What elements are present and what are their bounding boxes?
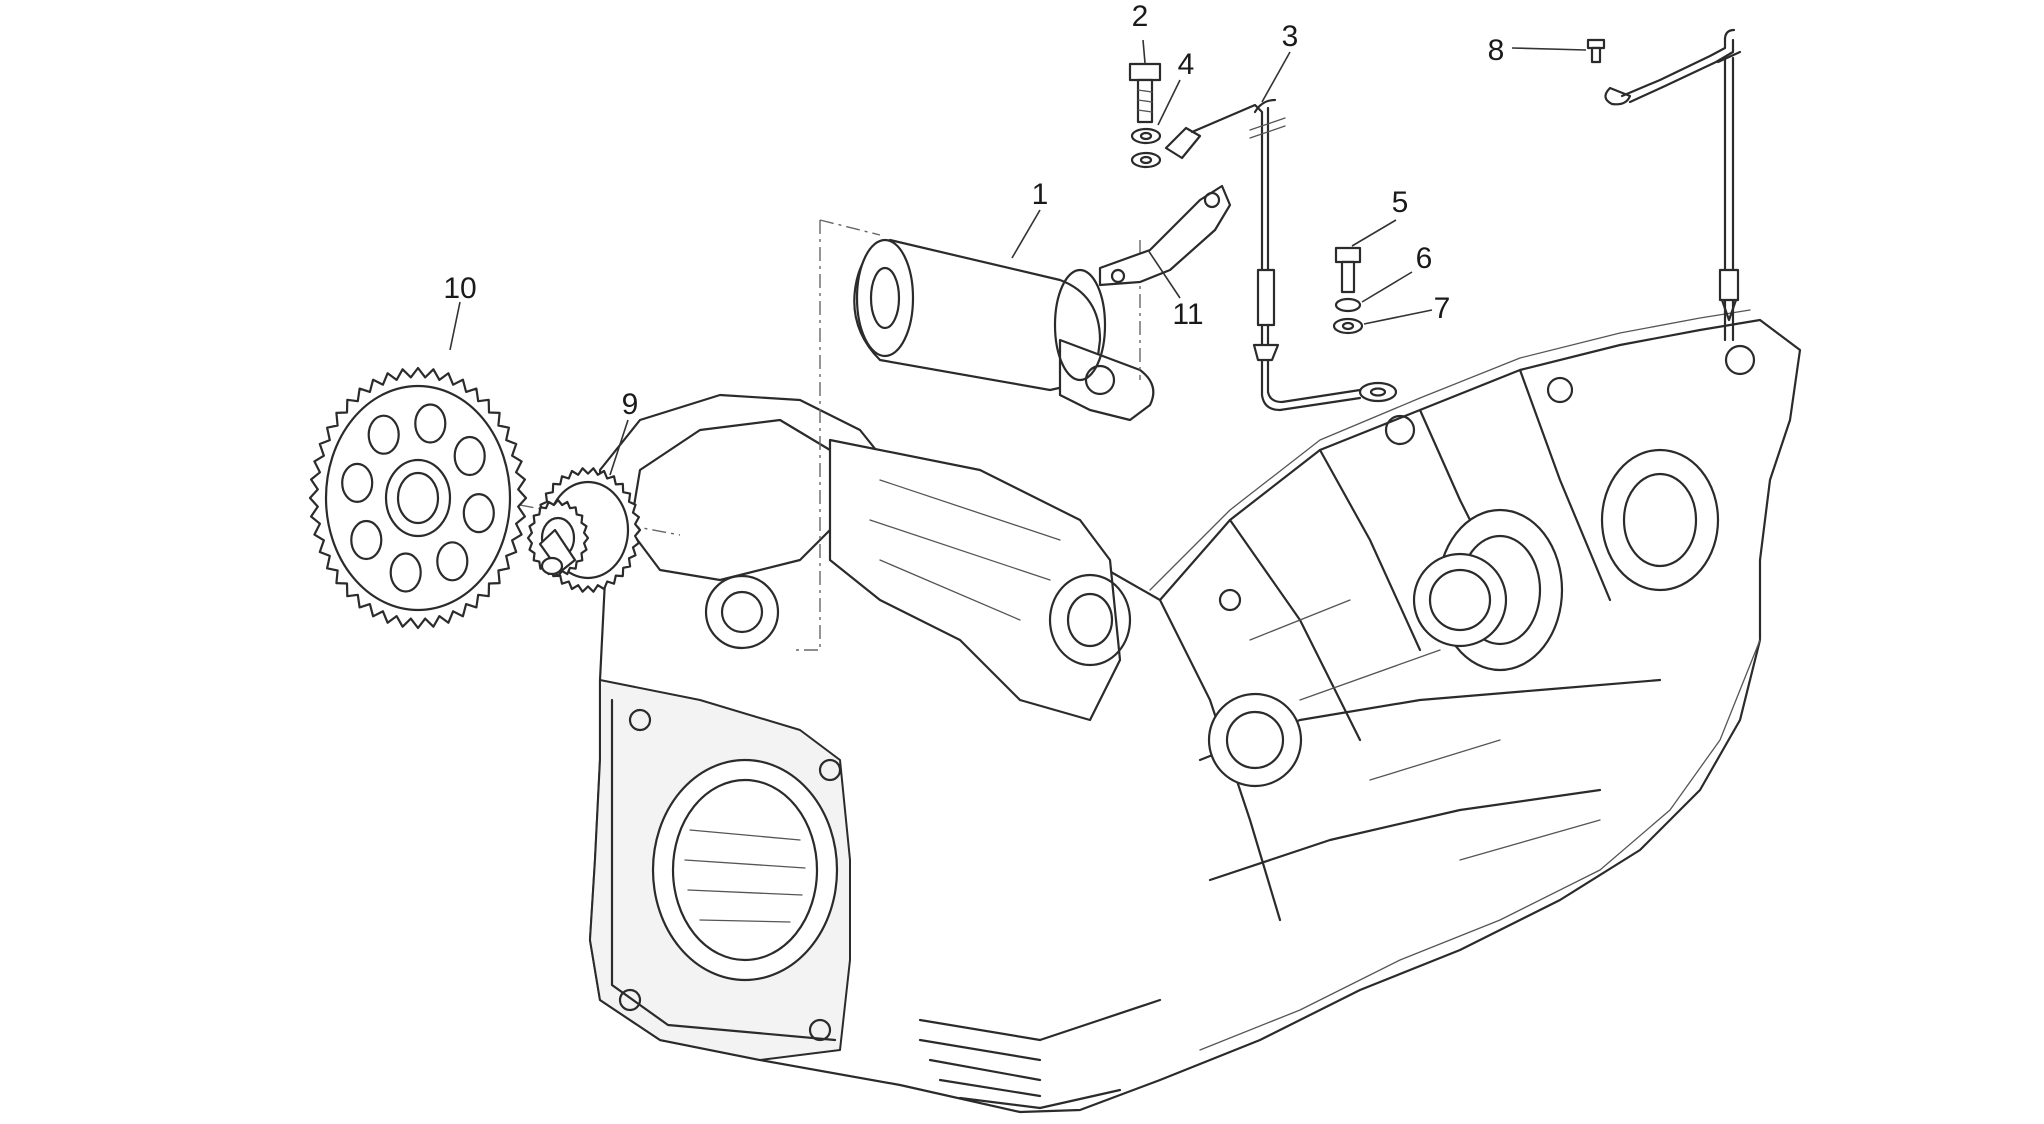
callout-9: 9: [622, 388, 639, 421]
callout-labels: 1 2 3 4 5 6 7 8 9 10 11: [443, 0, 1504, 421]
part-7-washer: [1332, 317, 1364, 335]
gear-hole: [462, 492, 495, 534]
alignment-line: [819, 219, 881, 236]
part-4-washer: [1130, 127, 1162, 169]
callout-7: 7: [1434, 292, 1451, 325]
part-8-screw: [1586, 38, 1606, 64]
alignment-line: [795, 220, 821, 651]
part-5-bolt: [1334, 246, 1362, 294]
part-3-cable: [1164, 98, 1398, 412]
gear-hole: [341, 462, 374, 503]
gear-hole: [436, 541, 469, 582]
ground-cable: [1604, 28, 1742, 342]
part-2-bolt: [1128, 62, 1162, 124]
callout-11: 11: [1172, 298, 1203, 331]
gear-hole: [367, 414, 400, 455]
callout-5: 5: [1392, 186, 1409, 219]
callout-3: 3: [1282, 20, 1299, 53]
callout-10: 10: [443, 272, 476, 305]
part-9-gear: [526, 467, 642, 593]
gear-hole: [414, 403, 447, 444]
crankcase: [588, 309, 1802, 1114]
gear-hole: [389, 552, 422, 593]
callout-4: 4: [1178, 48, 1195, 81]
part-1-starter-motor: [853, 238, 1155, 422]
callout-8: 8: [1488, 34, 1505, 67]
part-10-gear: [308, 366, 528, 630]
part-6-washer: [1334, 297, 1362, 313]
gear-hole: [453, 435, 486, 477]
gear-hole: [350, 519, 383, 561]
callout-1: 1: [1032, 178, 1049, 211]
leader-lines: [449, 39, 1587, 476]
callout-6: 6: [1416, 242, 1433, 275]
part-11-bracket: [1098, 184, 1232, 287]
callout-2: 2: [1132, 0, 1149, 33]
